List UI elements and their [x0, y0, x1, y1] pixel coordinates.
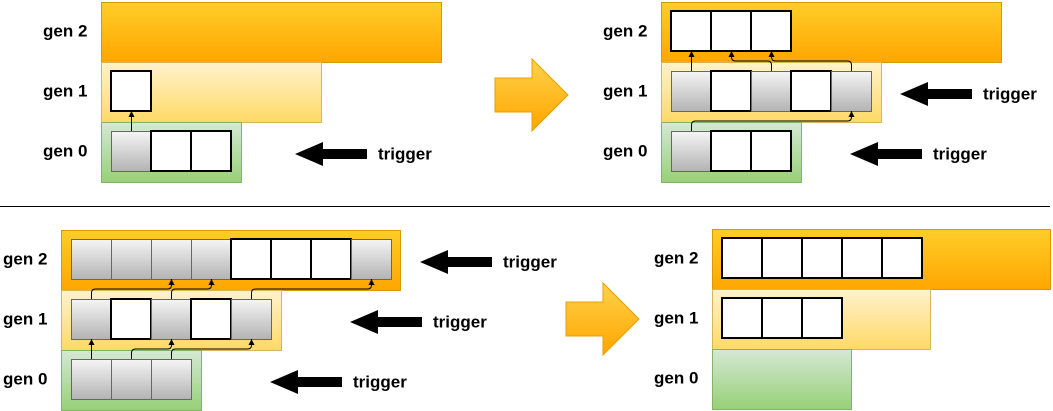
promotion-arrow: [171, 279, 215, 299]
object-box-empty: [761, 297, 803, 339]
object-box-empty: [670, 10, 712, 52]
generation-label: gen 0: [603, 142, 647, 161]
trigger-arrow: [350, 310, 422, 334]
object-box-shaded: [71, 359, 112, 400]
generation-label: gen 1: [603, 82, 647, 101]
panel-top-right: gen 2 gen 1 trigger gen 0 trigger: [603, 2, 1037, 183]
object-box-shaded: [151, 299, 192, 340]
generation-label: gen 0: [3, 370, 47, 389]
transition-arrow-bottom: [565, 281, 640, 357]
trigger-label: trigger: [433, 313, 487, 332]
trigger-label: trigger: [983, 85, 1037, 104]
object-box-empty: [721, 297, 763, 339]
transition-arrow-top: [494, 57, 569, 133]
object-box-empty: [761, 237, 803, 279]
generation-label: gen 1: [654, 309, 698, 328]
generation-label: gen 0: [43, 142, 87, 161]
object-box-empty: [801, 237, 843, 279]
object-box-empty: [881, 237, 923, 279]
object-box-shaded: [151, 239, 192, 280]
object-box-empty: [710, 130, 752, 172]
trigger-arrow: [420, 250, 492, 274]
object-box-empty: [801, 297, 843, 339]
object-box-shaded: [671, 71, 712, 112]
object-box-shaded: [671, 131, 712, 172]
object-box-empty: [750, 130, 792, 172]
generation-label: gen 1: [43, 82, 87, 101]
object-box-empty: [110, 298, 152, 340]
object-box-empty: [230, 238, 272, 280]
promotion-arrow: [171, 339, 255, 359]
panel-bottom-right: gen 2 gen 1 gen 0: [654, 229, 1051, 410]
object-box-empty: [750, 10, 792, 52]
generation-label: gen 2: [603, 22, 647, 41]
object-box-shaded: [71, 239, 112, 280]
object-box-empty: [841, 237, 883, 279]
promotion-arrow: [691, 111, 855, 131]
trigger-arrow: [900, 82, 972, 106]
trigger-arrow: [850, 142, 922, 166]
object-box-empty: [310, 238, 352, 280]
object-box-empty: [710, 70, 752, 112]
trigger-arrow: [295, 142, 367, 166]
object-box-shaded: [831, 71, 872, 112]
gen0-region: [712, 349, 852, 410]
object-box-shaded: [151, 359, 192, 400]
trigger-label: trigger: [378, 145, 432, 164]
object-box-shaded: [231, 299, 272, 340]
object-box-empty: [150, 130, 192, 172]
object-box-empty: [270, 238, 312, 280]
generation-label: gen 2: [3, 250, 47, 269]
object-box-empty: [721, 237, 763, 279]
object-box-empty: [710, 10, 752, 52]
generation-label: gen 2: [43, 22, 87, 41]
object-box-shaded: [111, 239, 152, 280]
trigger-label: trigger: [933, 145, 987, 164]
generation-label: gen 0: [654, 369, 698, 388]
promotion-arrow: [131, 339, 175, 359]
object-box-shaded: [751, 71, 792, 112]
panel-top-left: gen 2 gen 1 gen 0 trigger: [43, 2, 442, 183]
panel-bottom-left: gen 2 trigger gen 1 trigger gen 0 trigger: [3, 230, 557, 411]
object-box-shaded: [71, 299, 112, 340]
promotion-arrow: [768, 51, 852, 71]
generation-label: gen 1: [3, 310, 47, 329]
trigger-arrow: [270, 370, 342, 394]
trigger-label: trigger: [503, 253, 557, 272]
gen2-region: [101, 2, 442, 63]
generation-label: gen 2: [654, 249, 698, 268]
promotion-arrow: [251, 279, 375, 299]
object-box-shaded: [111, 359, 152, 400]
object-box-shaded: [111, 131, 152, 172]
trigger-label: trigger: [353, 373, 407, 392]
object-box-empty: [190, 298, 232, 340]
object-box-empty: [790, 70, 832, 112]
promotion-arrow: [728, 51, 772, 71]
object-box-empty: [110, 70, 152, 112]
object-box-empty: [190, 130, 232, 172]
object-box-shaded: [351, 239, 392, 280]
promotion-arrow: [91, 279, 175, 299]
object-box-shaded: [191, 239, 232, 280]
